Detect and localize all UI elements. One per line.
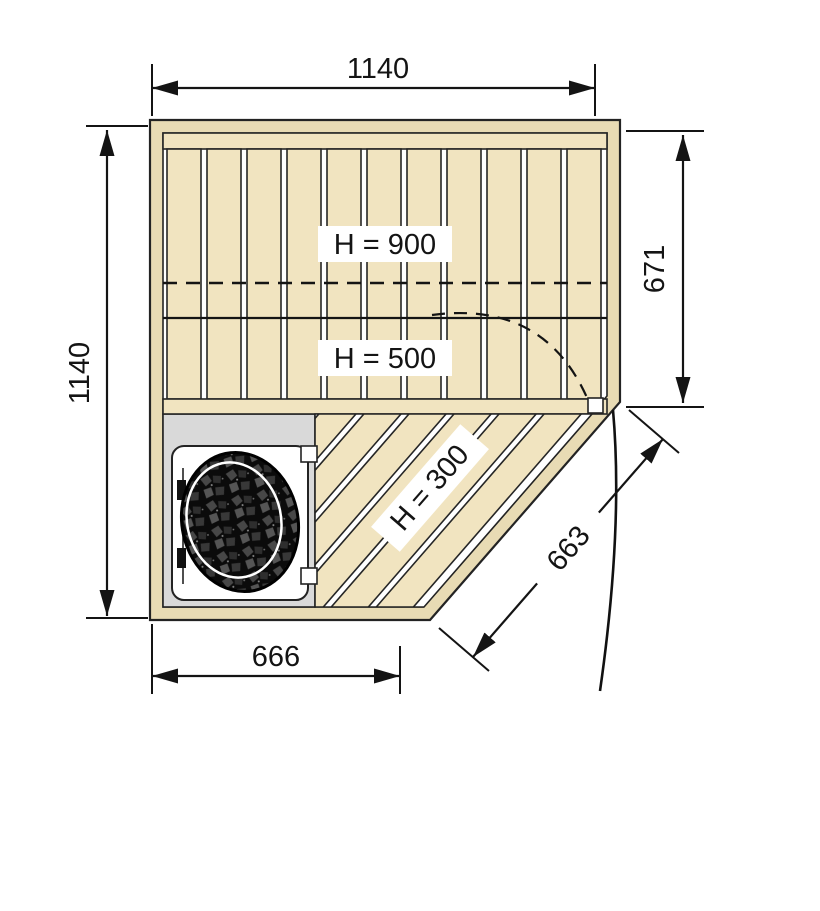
bench-post	[300, 445, 318, 463]
bench-slat	[246, 148, 282, 400]
bench-post	[300, 567, 318, 585]
door-swing-arc-dashed	[431, 311, 590, 401]
door-frame-post	[587, 397, 604, 414]
heater-rim	[185, 461, 283, 579]
dimension-bottom: 666	[151, 624, 401, 694]
heater-bracket	[177, 480, 186, 500]
dimension-label-right: 671	[639, 245, 671, 293]
bench-slat	[206, 148, 242, 400]
bench-slat	[526, 148, 562, 400]
bench-back-frame	[162, 132, 608, 150]
bench-slat	[286, 148, 322, 400]
bench-front-edge	[162, 398, 608, 415]
bench-slat	[566, 148, 602, 400]
bench-slat	[486, 148, 522, 400]
bench-slat	[166, 148, 202, 400]
door-open-line	[598, 409, 618, 692]
heater	[179, 450, 301, 594]
dimension-right: 671	[626, 130, 704, 408]
corner-bench-outline	[314, 413, 594, 608]
dimension-label-bottom: 666	[252, 641, 300, 673]
dimension-label-top: 1140	[347, 53, 409, 85]
bench-height-label-900-text: H = 900	[334, 229, 436, 261]
corner-bench-slat	[315, 414, 566, 597]
extension-line	[438, 627, 490, 672]
bench-height-label-900: H = 900	[318, 226, 452, 262]
dimension-left: 1140	[64, 125, 148, 619]
extension-line	[628, 409, 680, 454]
heater-stones	[179, 450, 301, 594]
bench-slat	[446, 148, 482, 400]
dimension-label-left: 1140	[64, 342, 96, 404]
bench-height-label-500: H = 500	[318, 340, 452, 376]
heater-bracket	[177, 548, 186, 568]
bench-height-label-500-text: H = 500	[334, 343, 436, 375]
dimension-top: 1140	[151, 53, 596, 116]
